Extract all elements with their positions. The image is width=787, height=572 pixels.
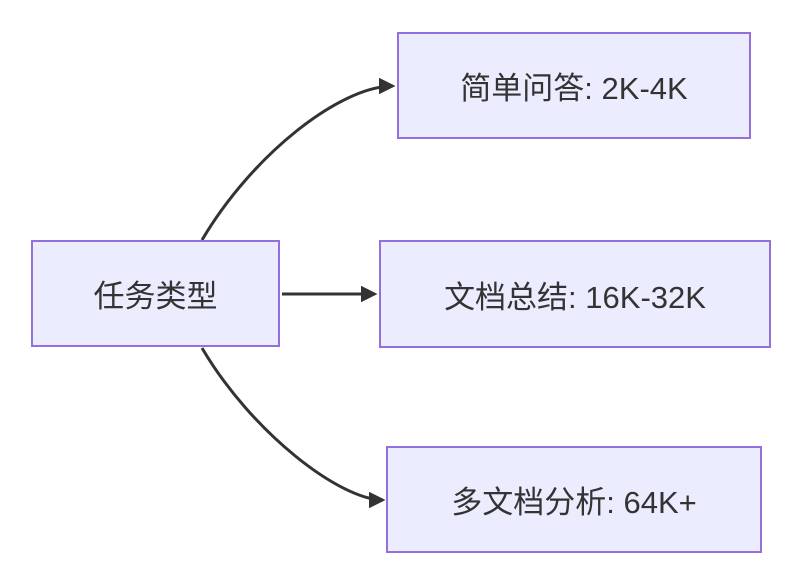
node-simple-qa-label: 简单问答: 2K-4K [460,71,688,106]
edge-task-to-simple-qa [200,77,396,241]
node-task-type-label: 任务类型 [93,279,218,314]
node-simple-qa: 简单问答: 2K-4K [397,32,751,139]
node-task-type: 任务类型 [31,240,280,347]
edge-task-to-multi-doc [200,347,386,509]
node-doc-summary: 文档总结: 16K-32K [379,240,771,348]
node-multi-doc-label: 多文档分析: 64K+ [451,485,697,520]
node-multi-doc: 多文档分析: 64K+ [386,446,762,553]
node-doc-summary-label: 文档总结: 16K-32K [444,279,706,315]
